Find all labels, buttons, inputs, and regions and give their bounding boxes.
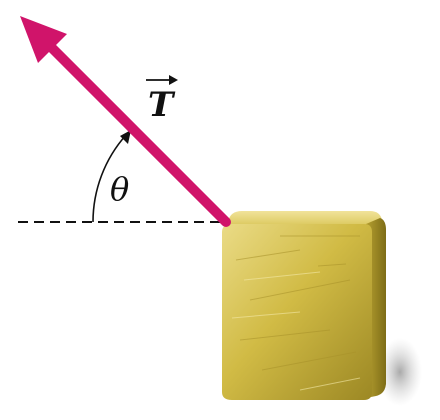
vector-label-group: T	[146, 75, 178, 125]
tension-vector	[20, 16, 231, 227]
block-top-face	[228, 211, 382, 228]
tension-vector-shaft	[41, 37, 231, 227]
angle-arc	[92, 134, 127, 223]
block-shadow	[378, 338, 422, 406]
vector-overline-arrowhead	[169, 75, 178, 85]
angle-label: θ	[110, 170, 129, 208]
block	[222, 211, 386, 400]
tension-vector-arrowhead	[20, 16, 67, 63]
vector-label: T	[148, 85, 176, 125]
angle-arc-arrowhead	[120, 130, 131, 144]
